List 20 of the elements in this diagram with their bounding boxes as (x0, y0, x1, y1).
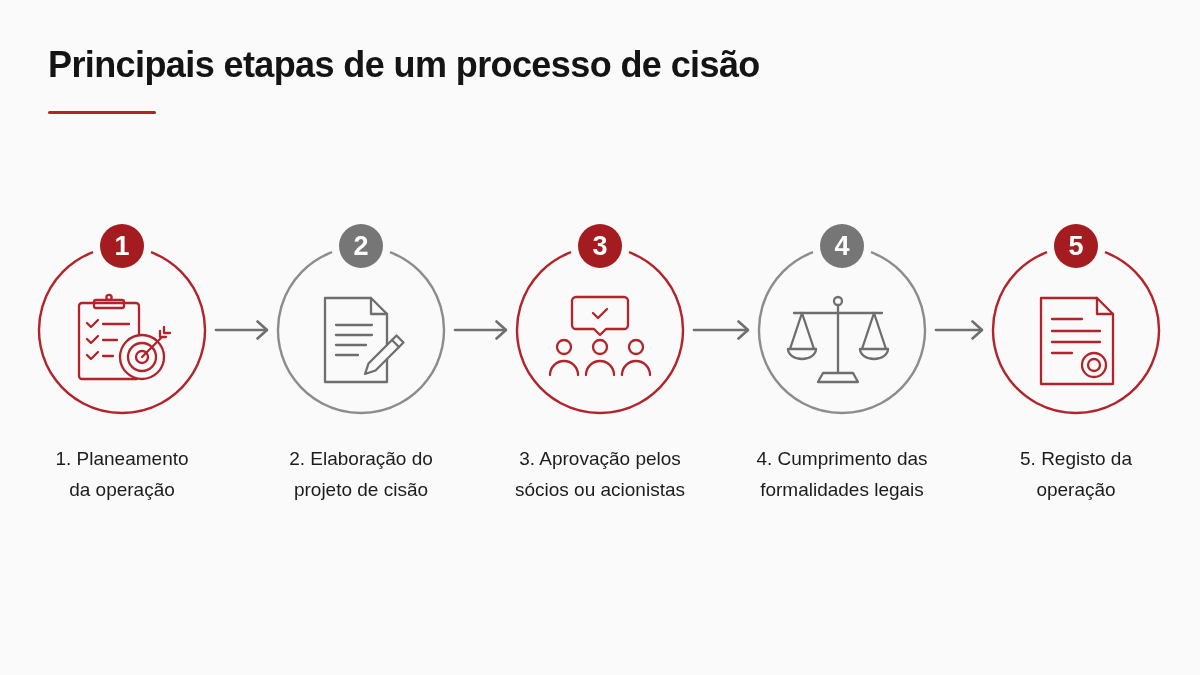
step-number-badge: 2 (339, 224, 383, 268)
step-number-badge: 1 (100, 224, 144, 268)
arrow (453, 320, 508, 340)
step-circle (38, 224, 206, 414)
arrow (214, 320, 269, 340)
arrow (934, 320, 984, 340)
step-number-badge: 5 (1054, 224, 1098, 268)
step-circle (992, 224, 1160, 414)
step-caption: 3. Aprovação pelos sócios ou acionistas (513, 447, 686, 502)
step-circle (758, 224, 926, 414)
step-number-badge: 3 (578, 224, 622, 268)
step-circle (516, 224, 684, 414)
arrow (692, 320, 750, 340)
step-caption: 1. Planeamento da operação (54, 447, 190, 502)
step-caption: 2. Elaboração do projeto de cisão (288, 447, 434, 502)
step-circle (277, 224, 445, 414)
step-caption: 5. Registo da operação (1019, 447, 1133, 502)
step-caption: 4. Cumprimento das formalidades legais (755, 447, 929, 502)
page-title: Principais etapas de um processo de cisão (48, 44, 760, 86)
step-number-badge: 4 (820, 224, 864, 268)
